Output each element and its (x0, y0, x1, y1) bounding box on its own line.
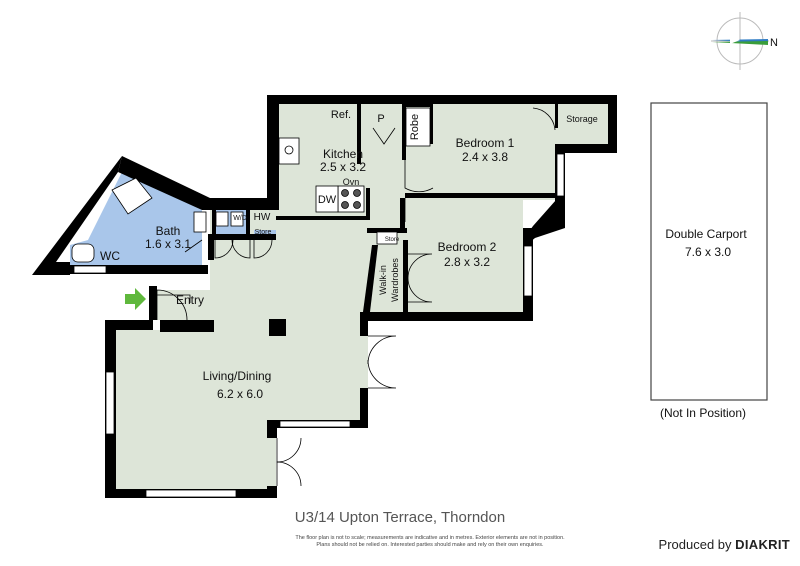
bedroom2-label: Bedroom 2 (438, 240, 497, 254)
living-label: Living/Dining (203, 369, 272, 383)
pantry-label: P (377, 113, 384, 125)
robe-label: Robe (409, 114, 421, 140)
produced-by-prefix: Produced by (658, 537, 732, 552)
walkin-label-1: Walk-in (378, 265, 388, 295)
compass-north-label: N (770, 37, 778, 49)
dw-label: DW (318, 194, 337, 206)
wardrobe-door-1 (407, 253, 433, 279)
bath-size: 1.6 x 3.1 (145, 237, 191, 251)
wd-label: W/D (233, 215, 247, 222)
bedroom2-size: 2.8 x 3.2 (444, 255, 490, 269)
disclaimer-line-2: Plans should not be relied on. Intereste… (316, 542, 544, 548)
disclaimer-line-1: The floor plan is not to scale; measurem… (295, 535, 565, 541)
kitchen-sink (278, 137, 300, 165)
wardrobe-door-2 (407, 277, 433, 303)
toilet (71, 243, 95, 263)
living-window-east (279, 420, 351, 428)
living-window-south (145, 489, 237, 498)
property-address: U3/14 Upton Terrace, Thorndon (294, 509, 506, 526)
compass: N (711, 12, 778, 70)
doors (156, 107, 556, 487)
bedroom1-label: Bedroom 1 (456, 136, 515, 150)
wc-label: WC (100, 249, 120, 263)
wc-window (73, 265, 107, 274)
kitchen-size: 2.5 x 3.2 (320, 160, 366, 174)
patio-door-1 (276, 437, 302, 463)
kitchen-label: Kitchen (323, 147, 363, 161)
small-store-box (376, 231, 398, 245)
brand-logo: DIAKRIT (735, 537, 790, 552)
carport-size: 7.6 x 3.0 (685, 245, 731, 259)
walkin-label-2: Wardrobes (390, 258, 400, 302)
pantry-door (372, 127, 396, 145)
robe-box (405, 107, 431, 147)
carport-outline (650, 102, 768, 401)
oven-label: Ovn (343, 177, 360, 187)
carport-note: (Not In Position) (660, 406, 746, 420)
storage-label: Storage (566, 114, 598, 124)
hw-store-label: Store (255, 229, 272, 236)
cooktop (337, 185, 365, 213)
sink-drain-icon (284, 145, 294, 155)
bedroom1-window (556, 153, 565, 197)
bath-door (184, 239, 203, 253)
storage-door (532, 107, 556, 131)
ref-label: Ref. (331, 109, 351, 121)
carport-label: Double Carport (665, 227, 747, 241)
patio-door-2 (276, 461, 302, 487)
room-labels: Bath 1.6 x 3.1 WC W/D HW Store Kitchen 2… (100, 109, 747, 420)
dryer (230, 211, 244, 227)
produced-by: Produced by DIAKRIT (659, 537, 790, 552)
bathtub-basin (111, 177, 153, 215)
fixtures (71, 107, 431, 263)
entry-label: Entry (176, 293, 204, 307)
dishwasher (315, 185, 339, 213)
washer (215, 211, 229, 227)
living-door-2 (367, 359, 397, 389)
small-store-label: Store (385, 237, 400, 243)
windows (73, 153, 565, 498)
wd-door-1 (214, 239, 234, 259)
structural-column (269, 319, 286, 336)
living-door-1 (367, 335, 397, 365)
bedroom1-size: 2.4 x 3.8 (462, 150, 508, 164)
bath-vanity (193, 211, 207, 233)
living-window-west (105, 371, 115, 435)
wd-door-2 (231, 239, 251, 259)
hw-door (253, 239, 273, 259)
living-size: 6.2 x 6.0 (217, 387, 263, 401)
entry-arrow-icon (125, 288, 146, 310)
bath-label: Bath (156, 224, 181, 238)
bedroom1-door (404, 160, 434, 193)
disclaimer: The floor plan is not to scale; measurem… (200, 535, 660, 549)
bath-floor (70, 172, 202, 265)
entry-door (157, 294, 191, 303)
bedroom2-window (523, 245, 533, 297)
hw-label: HW (254, 212, 271, 223)
